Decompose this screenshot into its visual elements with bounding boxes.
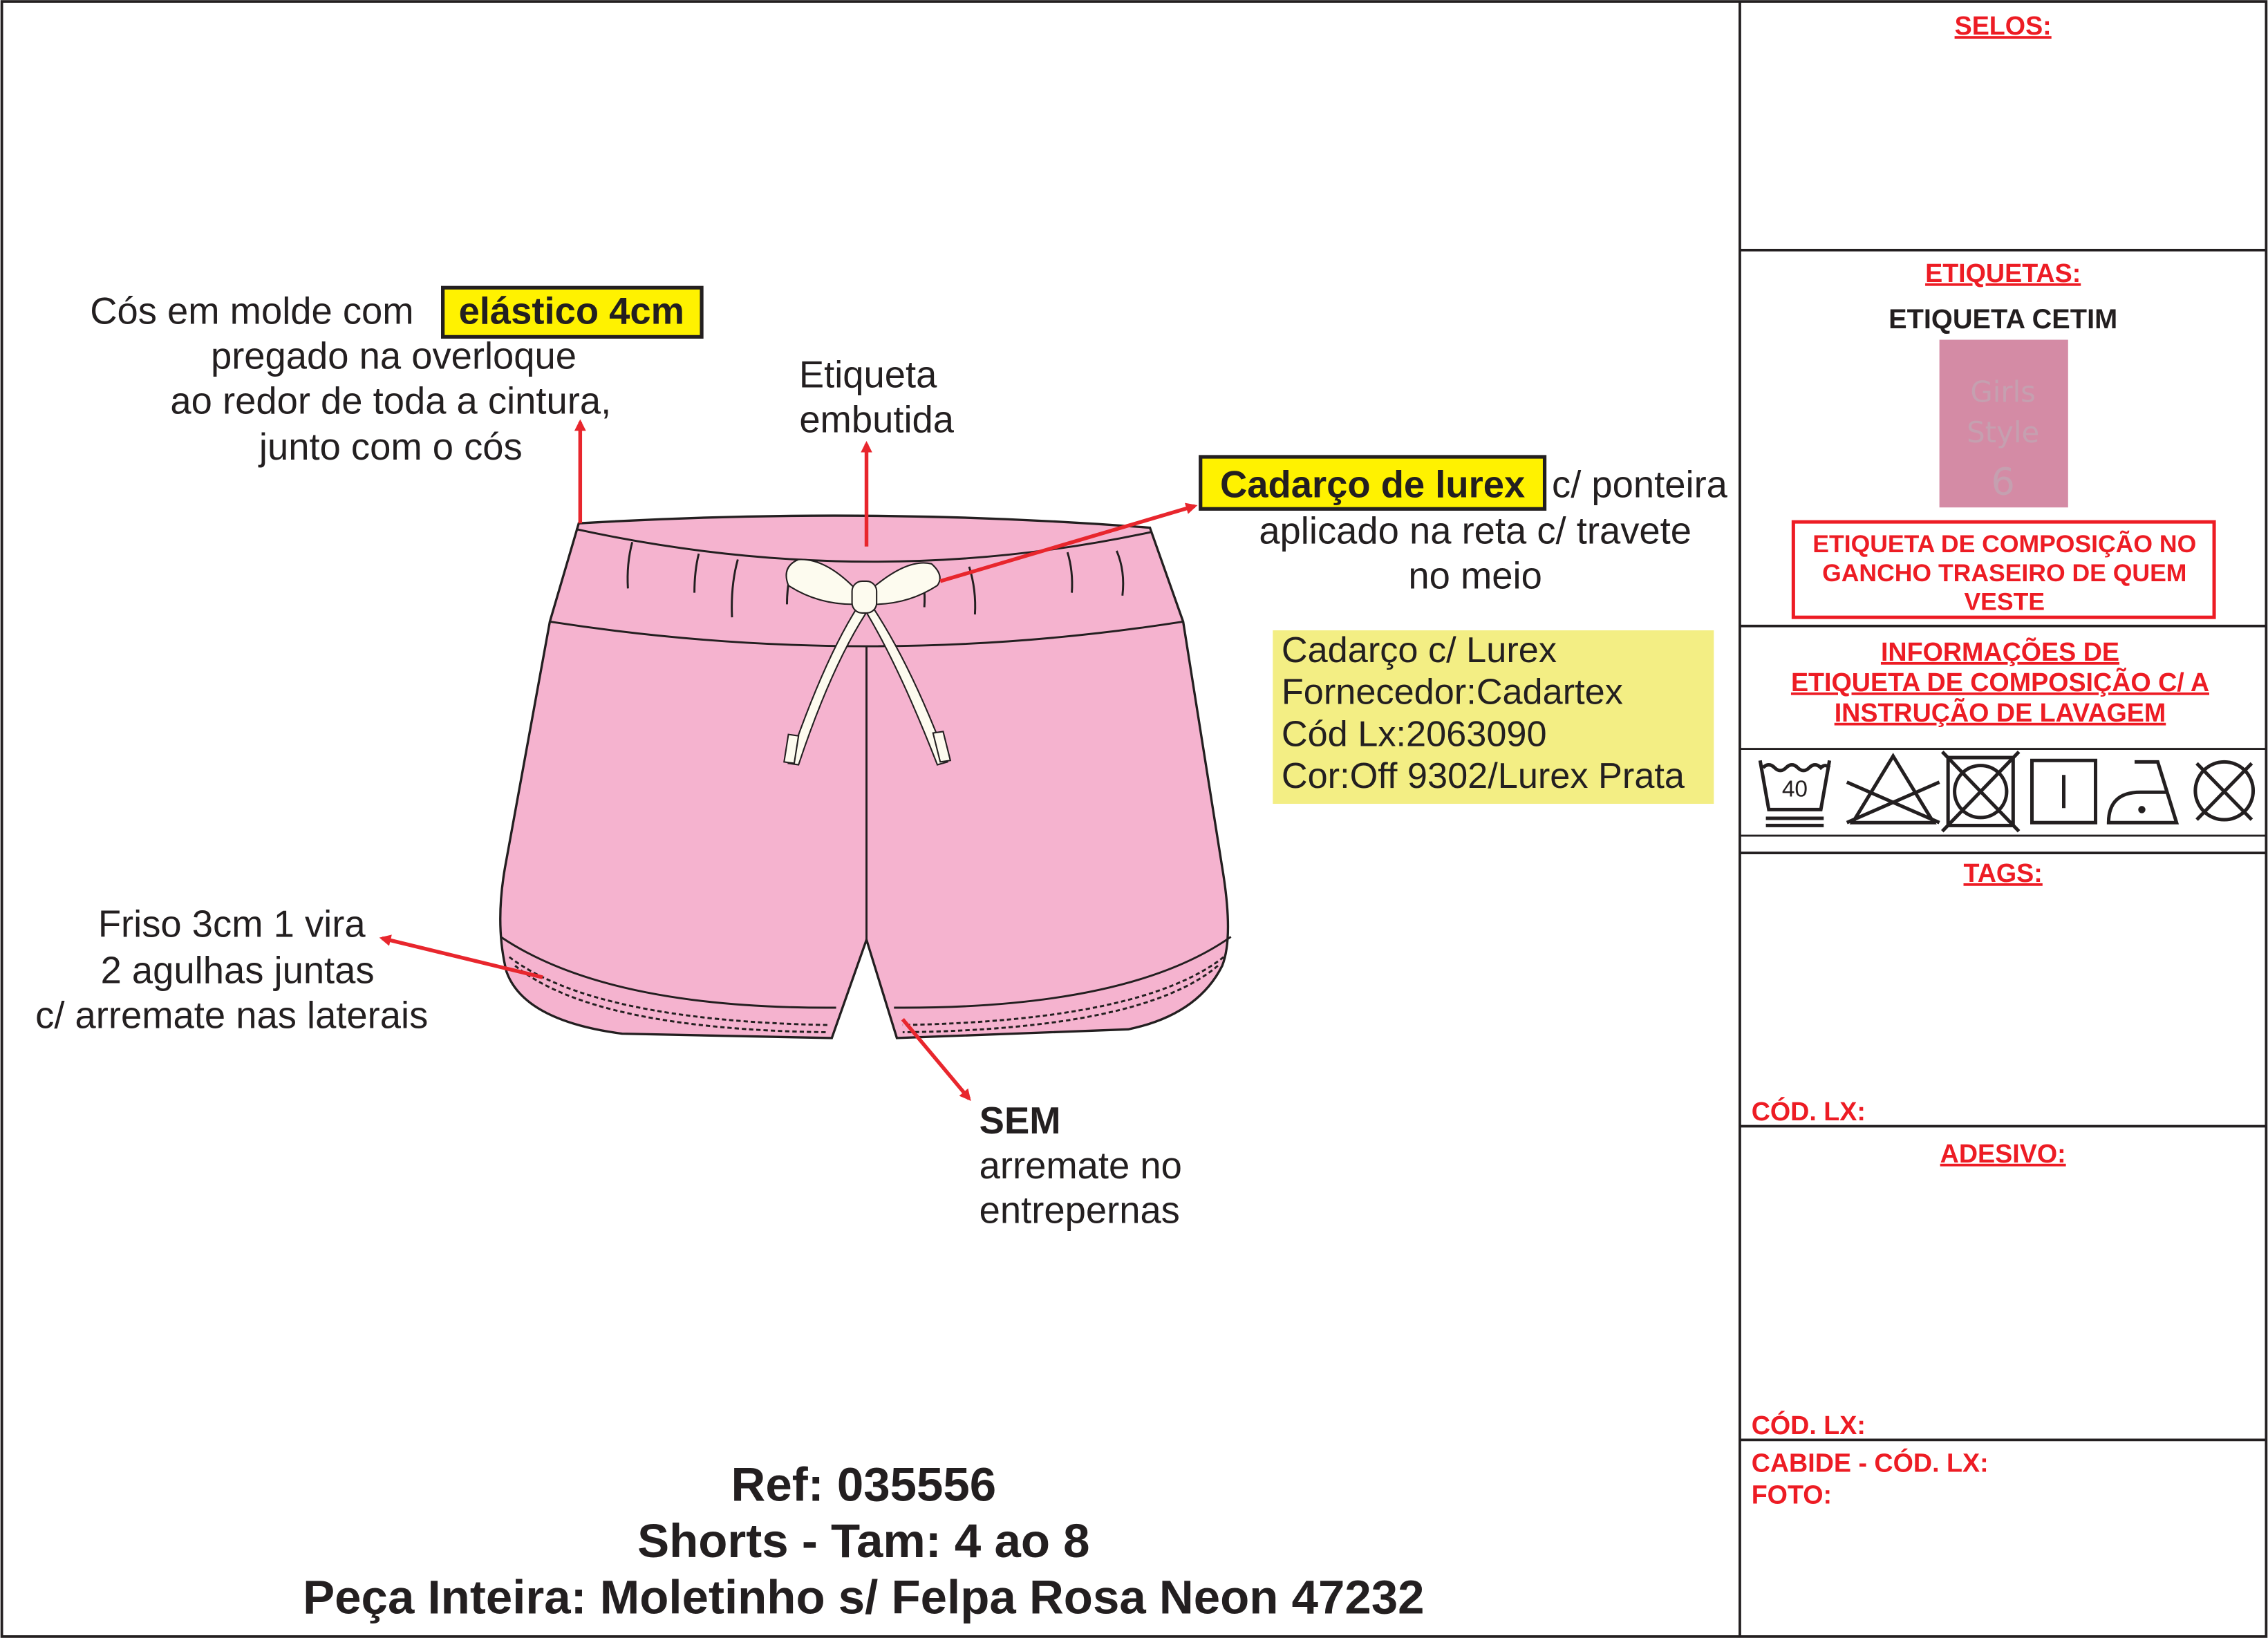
line-dry-icon (2030, 758, 2098, 825)
waistband-gathers (626, 542, 1125, 618)
highlight-box (441, 285, 704, 339)
info-box-bg (1273, 630, 1714, 804)
info-line: Cód Lx:2063090 (1282, 714, 1547, 754)
satin-label-image: Girls Style 6 (1939, 339, 2068, 508)
wash-temperature: 40 (1782, 777, 1808, 802)
composition-note-line: GANCHO TRASEIRO DE QUEM (1822, 559, 2186, 587)
drawstring-info-box: Cadarço c/ Lurex Fornecedor:Cadartex Cód… (1273, 630, 1714, 804)
shorts-drawing (499, 514, 1232, 1039)
info-line: Cor:Off 9302/Lurex Prata (1282, 756, 1685, 796)
selos-heading: SELOS: (1955, 11, 2052, 40)
info-title-line: INFORMAÇÕES DE (1881, 637, 2119, 666)
reference-number: Ref: 035556 (731, 1458, 996, 1511)
left-hem-seam (500, 936, 836, 1009)
right-hem-seam (894, 936, 1232, 1009)
etiquetas-heading: ETIQUETAS: (1925, 258, 2081, 288)
waistband-annotation: Cós em molde com elástico 4cm pregado na… (90, 285, 704, 468)
care-symbols: 40 (1758, 750, 2256, 833)
annotation-text: c/ arremate nas laterais (35, 994, 428, 1036)
adesivo-code-label: CÓD. LX: (1752, 1411, 1866, 1440)
info-line: Cadarço c/ Lurex (1282, 630, 1557, 670)
highlight-text: Cadarço de lurex (1220, 464, 1525, 506)
wash-40-icon: 40 (1758, 760, 1832, 827)
drawstring (783, 558, 952, 766)
tags-code-label: CÓD. LX: (1752, 1097, 1866, 1126)
arrow-icon (379, 934, 543, 979)
annotation-text: Etiqueta (799, 354, 937, 396)
right-panel: SELOS: ETIQUETAS: ETIQUETA CETIM Girls S… (1739, 1, 2267, 1637)
left-hem-stitch (514, 965, 828, 1034)
tags-heading: TAGS: (1964, 858, 2043, 887)
product-size: Shorts - Tam: 4 ao 8 (637, 1514, 1090, 1568)
etiqueta-cetim-title: ETIQUETA CETIM (1889, 304, 2117, 335)
info-line: Fornecedor:Cadartex (1282, 672, 1623, 713)
composition-note-line: VESTE (1964, 588, 2045, 616)
label-swatch (1939, 339, 2068, 508)
annotation-text: embutida (799, 398, 954, 440)
foto-label: FOTO: (1752, 1480, 1832, 1509)
annotation-text: pregado na overloque (211, 335, 577, 377)
annotation-arrows (379, 419, 1198, 1101)
iron-low-icon (2106, 760, 2180, 825)
adesivo-heading: ADESIVO: (1940, 1139, 2066, 1168)
fabric-description: Peça Inteira: Moletinho s/ Felpa Rosa Ne… (303, 1570, 1424, 1623)
do-not-bleach-icon (1846, 753, 1940, 825)
waistband-fold (575, 528, 1152, 563)
annotation-text: SEM (980, 1100, 1061, 1142)
annotation-text: c/ ponteira (1552, 464, 1728, 506)
annotation-text: junto com o cós (258, 426, 523, 468)
annotation-text: Cós em molde com (90, 290, 413, 332)
label-annotation: Etiqueta embutida (799, 354, 955, 441)
drawstring-annotation: Cadarço de lurex c/ ponteira aplicado na… (1199, 455, 1728, 596)
composition-note-box (1791, 520, 2216, 619)
label-text: Style (1967, 415, 2039, 449)
annotation-text: aplicado na reta c/ travete (1259, 510, 1691, 552)
annotation-text: no meio (1408, 554, 1541, 596)
label-text: Girls (1970, 375, 2036, 409)
annotation-text: Friso 3cm 1 vira (98, 903, 366, 945)
annotation-text: ao redor de toda a cintura, (170, 379, 611, 422)
do-not-dry-clean-icon (2193, 760, 2256, 822)
cabide-code-label: CABIDE - CÓD. LX: (1752, 1448, 1989, 1477)
annotation-text: 2 agulhas juntas (101, 949, 375, 991)
arrow-icon (901, 1017, 971, 1101)
info-title-line: ETIQUETA DE COMPOSIÇÃO C/ A (1791, 668, 2209, 697)
highlight-text: elástico 4cm (459, 290, 684, 332)
crotch-annotation: SEM arremate no entrepernas (980, 1100, 1182, 1232)
annotation-text: arremate no (980, 1145, 1182, 1187)
shorts-body (499, 514, 1230, 1039)
product-footer: Ref: 035556 Shorts - Tam: 4 ao 8 Peça In… (303, 1458, 1424, 1623)
label-text: 6 (1991, 460, 2015, 503)
do-not-tumble-dry-icon (1941, 750, 2021, 833)
hem-annotation: Friso 3cm 1 vira 2 agulhas juntas c/ arr… (35, 903, 428, 1036)
annotation-text: entrepernas (980, 1189, 1180, 1232)
composition-note-line: ETIQUETA DE COMPOSIÇÃO NO (1812, 530, 2196, 558)
info-title-line: INSTRUÇÃO DE LAVAGEM (1835, 698, 2166, 727)
highlight-box (1199, 455, 1547, 511)
right-hem-stitch (902, 956, 1225, 1026)
waistband-seam (550, 621, 1183, 648)
left-hem-stitch (508, 956, 828, 1026)
arrow-icon (939, 502, 1198, 583)
